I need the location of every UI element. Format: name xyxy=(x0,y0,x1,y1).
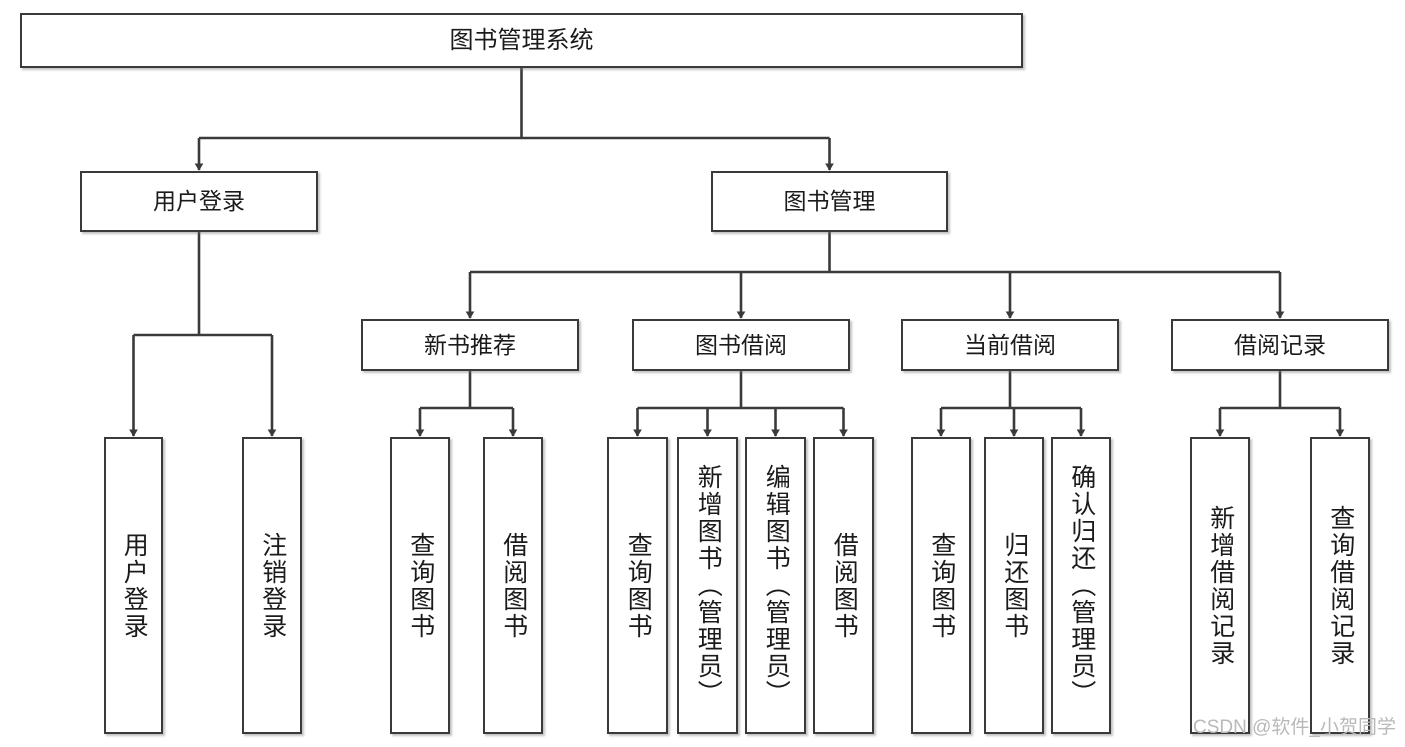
node-l_qbook3[interactable]: 查询图书 xyxy=(911,437,971,734)
node-label: 查询借阅记录 xyxy=(1326,504,1355,667)
node-label: 查询图书 xyxy=(927,531,956,640)
node-newrec[interactable]: 新书推荐 xyxy=(361,319,579,371)
node-l_qrec[interactable]: 查询借阅记录 xyxy=(1310,437,1370,734)
node-label: 用户登录 xyxy=(120,531,149,640)
node-label: 当前借阅 xyxy=(964,331,1056,358)
node-label: 借阅记录 xyxy=(1234,331,1326,358)
node-label: 图书管理系统 xyxy=(449,26,594,54)
node-label: 编辑图书（管理员） xyxy=(762,464,791,707)
node-label: 查询图书 xyxy=(406,531,435,640)
node-label: 新书推荐 xyxy=(424,331,516,358)
node-borrow[interactable]: 图书借阅 xyxy=(632,319,850,371)
node-l_qbook1[interactable]: 查询图书 xyxy=(390,437,450,734)
node-label: 查询图书 xyxy=(624,531,653,640)
node-l_return[interactable]: 归还图书 xyxy=(984,437,1044,734)
node-current[interactable]: 当前借阅 xyxy=(901,319,1119,371)
node-label: 注销登录 xyxy=(258,531,287,640)
node-label: 新增借阅记录 xyxy=(1206,504,1235,667)
node-label: 借阅图书 xyxy=(830,531,859,640)
node-label: 归还图书 xyxy=(1000,531,1029,640)
node-label: 借阅图书 xyxy=(499,531,528,640)
node-label: 新增图书（管理员） xyxy=(694,464,723,707)
node-label: 图书借阅 xyxy=(695,331,787,358)
node-l_login[interactable]: 用户登录 xyxy=(104,437,163,734)
node-root[interactable]: 图书管理系统 xyxy=(20,13,1023,68)
node-label: 确认归还（管理员） xyxy=(1067,464,1096,707)
node-login[interactable]: 用户登录 xyxy=(80,171,318,232)
node-l_bbook1[interactable]: 借阅图书 xyxy=(483,437,543,734)
node-l_bbook2[interactable]: 借阅图书 xyxy=(813,437,874,734)
node-bookmgmt[interactable]: 图书管理 xyxy=(711,171,948,232)
node-l_editbook[interactable]: 编辑图书（管理员） xyxy=(745,437,806,734)
node-records[interactable]: 借阅记录 xyxy=(1171,319,1389,371)
node-l_confreturn[interactable]: 确认归还（管理员） xyxy=(1051,437,1111,734)
node-l_addbook[interactable]: 新增图书（管理员） xyxy=(677,437,738,734)
node-l_addrec[interactable]: 新增借阅记录 xyxy=(1190,437,1250,734)
node-l_qbook2[interactable]: 查询图书 xyxy=(607,437,668,734)
node-l_logout[interactable]: 注销登录 xyxy=(242,437,302,734)
node-label: 用户登录 xyxy=(153,188,245,215)
node-label: 图书管理 xyxy=(783,188,876,215)
